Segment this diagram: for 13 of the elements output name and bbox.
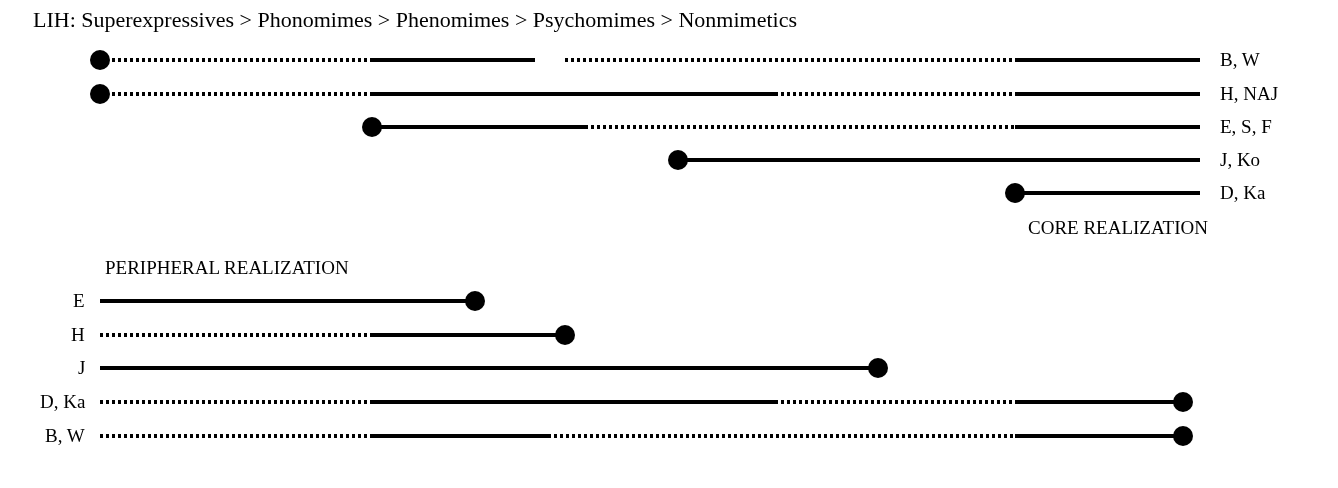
section-label: PERIPHERAL REALIZATION <box>105 257 349 279</box>
row-label: D, Ka <box>1220 182 1266 204</box>
row-label: J <box>78 357 86 379</box>
row-label: H <box>71 324 85 346</box>
row-label: B, W <box>45 425 85 447</box>
row-label: E <box>73 290 85 312</box>
row-label: H, NAJ <box>1220 83 1279 105</box>
section-label: CORE REALIZATION <box>1028 217 1208 239</box>
row-label: D, Ka <box>40 391 86 413</box>
row-label: B, W <box>1220 49 1260 71</box>
title: LIH: Superexpressives > Phonomimes > Phenomimes > Psychomimes > Nonmimetics <box>33 9 797 31</box>
row-label: E, S, F <box>1220 116 1272 138</box>
row-label: J, Ko <box>1220 149 1261 171</box>
